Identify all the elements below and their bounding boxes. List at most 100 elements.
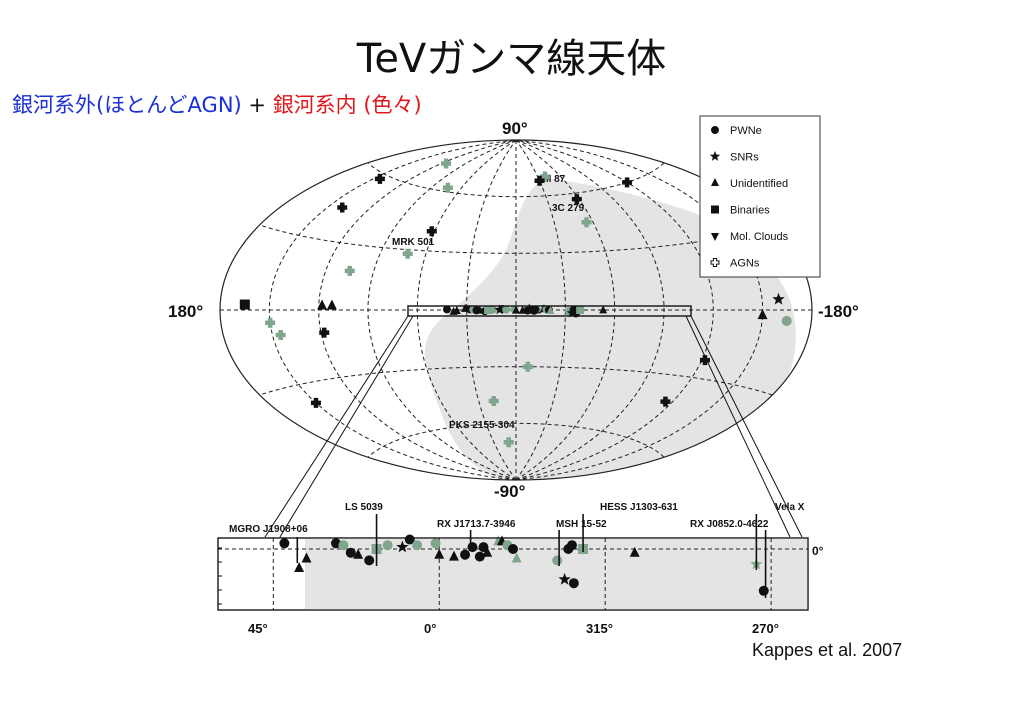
- inset-window: [407, 305, 692, 317]
- legend-symbol: [710, 258, 720, 267]
- plane-strip: [217, 514, 809, 611]
- strip-marker: [430, 538, 441, 549]
- parallel-line: [367, 422, 665, 458]
- strip-marker: [511, 552, 522, 563]
- strip-marker: [353, 548, 364, 559]
- connector-left-inner: [279, 315, 414, 538]
- strip-label-rxj1713: RX J1713.7-3946: [437, 519, 516, 530]
- subtitle-plus: +: [241, 93, 273, 117]
- strip-marker: [279, 538, 290, 549]
- label-left: 180°: [168, 302, 203, 321]
- legend-symbol: [711, 233, 719, 241]
- agn-marker: [622, 177, 633, 188]
- plane-marker: [488, 305, 497, 314]
- plane-marker: [546, 305, 555, 314]
- strip-tick-45: 45°: [248, 621, 268, 636]
- agn-marker: [344, 265, 355, 276]
- agn-marker: [699, 355, 710, 366]
- strip-marker: [434, 548, 445, 559]
- annot-pks2155: PKS 2155-304: [449, 420, 515, 431]
- plane-marker: [502, 305, 511, 314]
- source-marker: [317, 299, 328, 310]
- agn-marker: [539, 171, 550, 182]
- strip-marker: [449, 550, 459, 561]
- strip-marker: [382, 540, 393, 551]
- strip-label-mgro: MGRO J1908+06: [229, 524, 308, 535]
- agn-marker: [337, 202, 348, 213]
- parallel-line: [259, 224, 773, 254]
- legend-label: PWNe: [730, 125, 762, 137]
- agn-marker: [581, 217, 592, 228]
- strip-marker: [482, 546, 493, 557]
- connector-right-inner: [685, 315, 791, 538]
- annot-3c279: 3C 279: [552, 203, 585, 214]
- slide-title: TeVガンマ線天体: [356, 36, 667, 82]
- agn-marker: [426, 226, 437, 237]
- strip-marker: [467, 542, 478, 553]
- strip-marker: [567, 540, 577, 551]
- sky-boundary: [219, 139, 813, 481]
- legend-symbol: [709, 151, 721, 161]
- map-markers: [239, 158, 792, 448]
- strip-marker: [629, 546, 640, 557]
- subtitle-extragalactic: 銀河系外(ほとんどAGN): [12, 93, 242, 117]
- source-marker: [326, 299, 337, 310]
- source-marker: [781, 315, 792, 326]
- strip-marker: [758, 585, 769, 596]
- agn-marker: [374, 173, 385, 184]
- strip-marker: [345, 547, 356, 558]
- citation: Kappes et al. 2007: [752, 640, 903, 660]
- agn-marker: [265, 317, 276, 328]
- strip-marker: [568, 578, 579, 589]
- strip-marker: [412, 540, 423, 551]
- agn-marker: [522, 361, 533, 372]
- source-marker: [239, 299, 250, 310]
- legend-label: Binaries: [730, 205, 770, 217]
- agn-marker: [571, 194, 582, 205]
- legend-symbol: [711, 205, 719, 214]
- strip-tick-0: 0°: [424, 621, 436, 636]
- annot-m87: M 87: [543, 174, 566, 185]
- strip-marker: [301, 552, 312, 563]
- source-marker: [772, 292, 785, 305]
- parallel-line: [259, 366, 773, 396]
- strip-marker: [558, 572, 571, 585]
- strip-label-ls5039: LS 5039: [345, 502, 383, 513]
- strip-marker: [294, 562, 305, 572]
- legend-label: SNRs: [730, 152, 759, 164]
- strip-marker: [474, 551, 485, 562]
- agn-marker: [442, 182, 453, 193]
- plane-marker: [442, 305, 451, 314]
- strip-marker: [404, 534, 415, 545]
- strip-tick-270: 270°: [752, 621, 779, 636]
- plane-marker: [576, 306, 585, 314]
- strip-label-velax: Vela X: [775, 502, 805, 513]
- plane-marker: [512, 305, 520, 314]
- connector-right-outer: [690, 315, 803, 538]
- strip-marker: [364, 555, 375, 566]
- strip-label-hessj1303: HESS J1303-631: [600, 502, 678, 513]
- legend-label: Unidentified: [730, 178, 788, 190]
- legend-label: AGNs: [730, 258, 760, 270]
- strip-tick-0-lat: 0°: [812, 544, 824, 558]
- strip-marker: [460, 549, 471, 560]
- slide-subtitle: 銀河系外(ほとんどAGN) + 銀河系内 (色々): [12, 89, 422, 119]
- agn-marker: [310, 397, 321, 408]
- strip-marker: [552, 555, 563, 566]
- agn-marker: [441, 158, 452, 169]
- agn-marker: [402, 248, 413, 259]
- annot-mrk501: MRK 501: [392, 237, 435, 248]
- label-top: 90°: [502, 119, 528, 138]
- strip-tick-315: 315°: [586, 621, 613, 636]
- strip-marker: [338, 540, 349, 551]
- strip-label-rxj0852: RX J0852.0-4622: [690, 519, 769, 530]
- agn-marker: [275, 329, 286, 340]
- agn-marker: [660, 396, 671, 407]
- label-bottom: -90°: [494, 482, 526, 501]
- agn-marker: [488, 395, 499, 406]
- connector-left-outer: [264, 315, 409, 538]
- agn-marker: [503, 437, 514, 448]
- legend-symbol: [711, 126, 719, 134]
